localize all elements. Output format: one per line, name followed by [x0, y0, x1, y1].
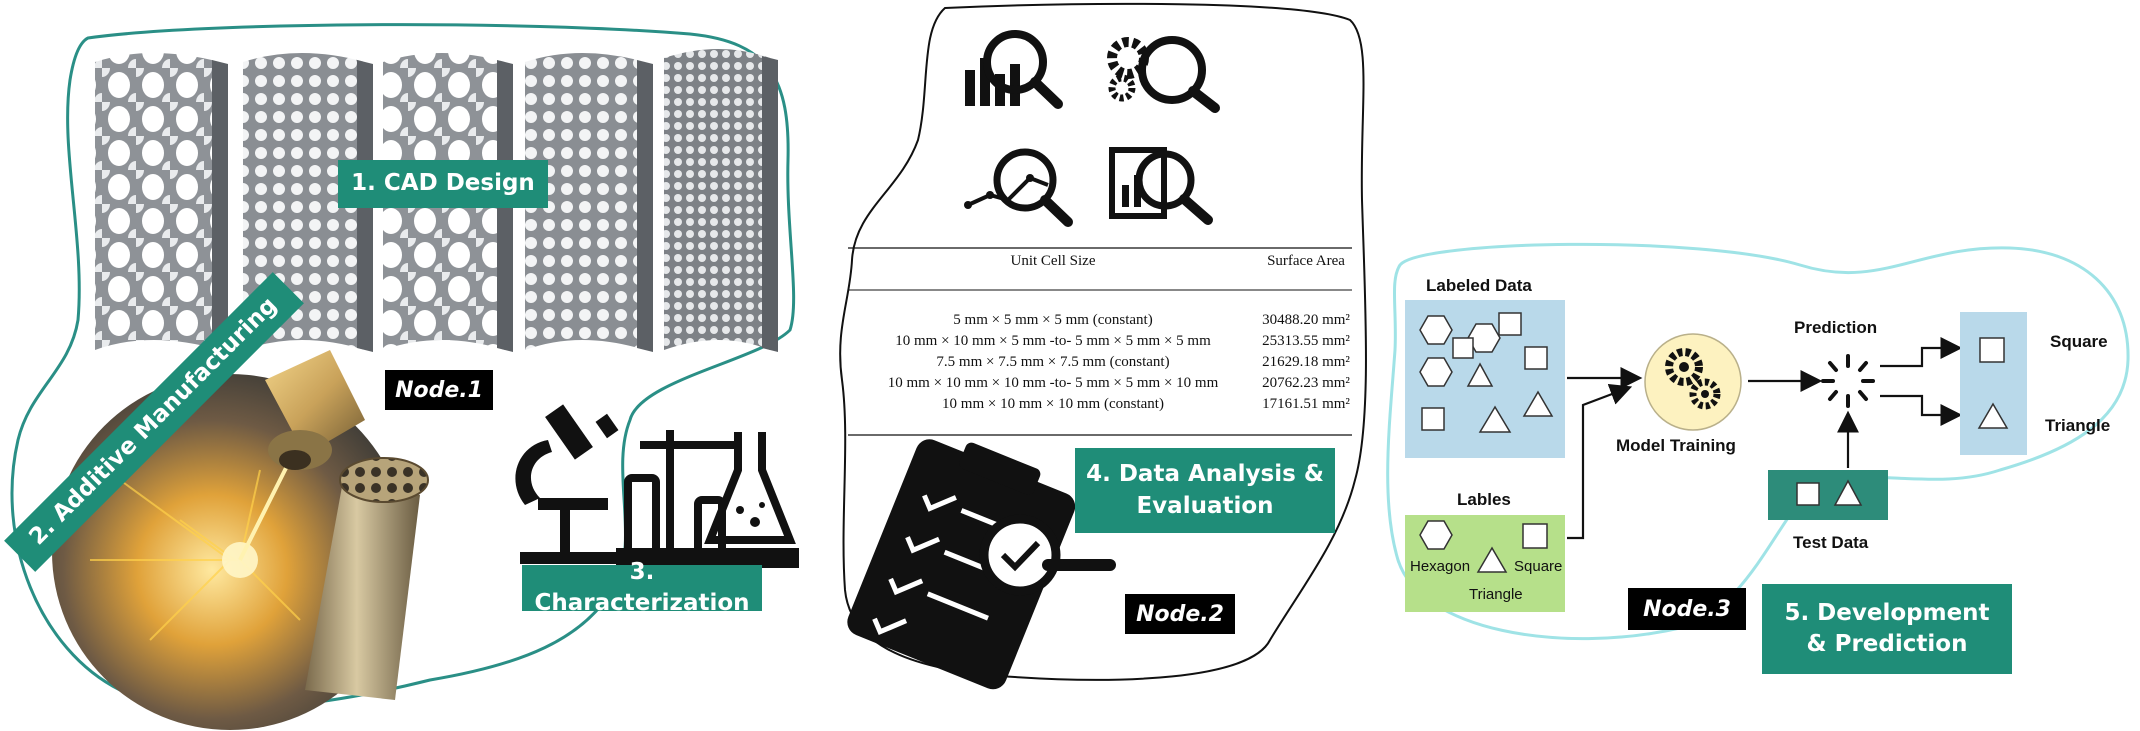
labeled-data-shapes: [1419, 312, 1554, 433]
surface-area-table: Unit Cell Size Surface Area 5 mm × 5 mm …: [848, 250, 1352, 435]
data-analysis-icons: [964, 30, 1220, 227]
am-illustration: [52, 350, 429, 730]
lattice-cylinder-1: [95, 53, 228, 352]
output-square-icon: [1979, 337, 2005, 363]
report-magnifier-icon: [1109, 147, 1213, 225]
hexagon-label: Hexagon: [1410, 558, 1471, 575]
prediction-label: Prediction: [1794, 318, 1878, 337]
triangle-label: Triangle: [1469, 586, 1523, 603]
node2-label: Node.2: [1125, 594, 1235, 634]
prediction-spinner-icon: [1821, 354, 1875, 408]
output-triangle-icon: [1977, 402, 2009, 429]
test-data-box: [1768, 470, 1888, 520]
lables-label: Lables: [1457, 490, 1511, 509]
table-row: 10 mm × 10 mm × 10 mm -to- 5 mm × 5 mm ×…: [887, 375, 1350, 391]
test-square-icon: [1796, 482, 1820, 506]
cad-design-step: 1. CAD Design: [338, 160, 548, 208]
lables-shapes: [1419, 520, 1548, 573]
square-label: Square: [1514, 558, 1563, 575]
table-header-size: Unit Cell Size: [1010, 253, 1096, 269]
output-square-label: Square: [2050, 332, 2108, 351]
trend-magnifier-icon: [964, 148, 1073, 227]
node1-label: Node.1: [385, 370, 493, 410]
output-box: [1960, 312, 2027, 455]
clipboard-checklist-icon: [847, 439, 1076, 690]
test-triangle-icon: [1833, 479, 1863, 506]
node3-boundary: [1386, 242, 2130, 641]
am-nozzle: [265, 350, 365, 470]
characterization-icons: [515, 404, 799, 568]
lattice-metal-cylinder: [305, 457, 429, 700]
model-training-label: Model Training: [1616, 436, 1736, 455]
table-header-area: Surface Area: [1267, 253, 1345, 269]
output-triangle-label: Triangle: [2045, 416, 2111, 435]
microscope-icon: [515, 404, 630, 564]
table-row: 10 mm × 10 mm × 10 mm (constant)17161.51…: [942, 396, 1350, 412]
test-data-label: Test Data: [1793, 533, 1869, 552]
lab-glassware-icon: [616, 430, 799, 568]
node2-boundary: [839, 2, 1367, 681]
gears-magnifier-icon: [1107, 36, 1220, 113]
gears-icon: [1644, 333, 1742, 431]
magnifier-check-icon: [979, 514, 1116, 596]
characterization-step: 3. Characterization: [522, 559, 762, 616]
development-prediction-step: 5. Development& Prediction: [1762, 584, 2012, 674]
node3-label: Node.3: [1628, 588, 1746, 630]
flow-arrows: [1567, 337, 1963, 540]
table-row: 10 mm × 10 mm × 5 mm -to- 5 mm × 5 mm × …: [895, 333, 1350, 349]
labeled-data-label: Labeled Data: [1426, 276, 1532, 295]
table-row: 5 mm × 5 mm × 5 mm (constant)30488.20 mm…: [953, 312, 1350, 328]
table-row: 7.5 mm × 7.5 mm × 7.5 mm (constant)21629…: [936, 354, 1350, 370]
lattice-cylinder-4: [525, 53, 653, 352]
lattice-cylinder-5: [664, 49, 778, 352]
bar-chart-magnifier-icon: [965, 30, 1063, 109]
data-analysis-step: 4. Data Analysis &Evaluation: [1075, 448, 1335, 533]
